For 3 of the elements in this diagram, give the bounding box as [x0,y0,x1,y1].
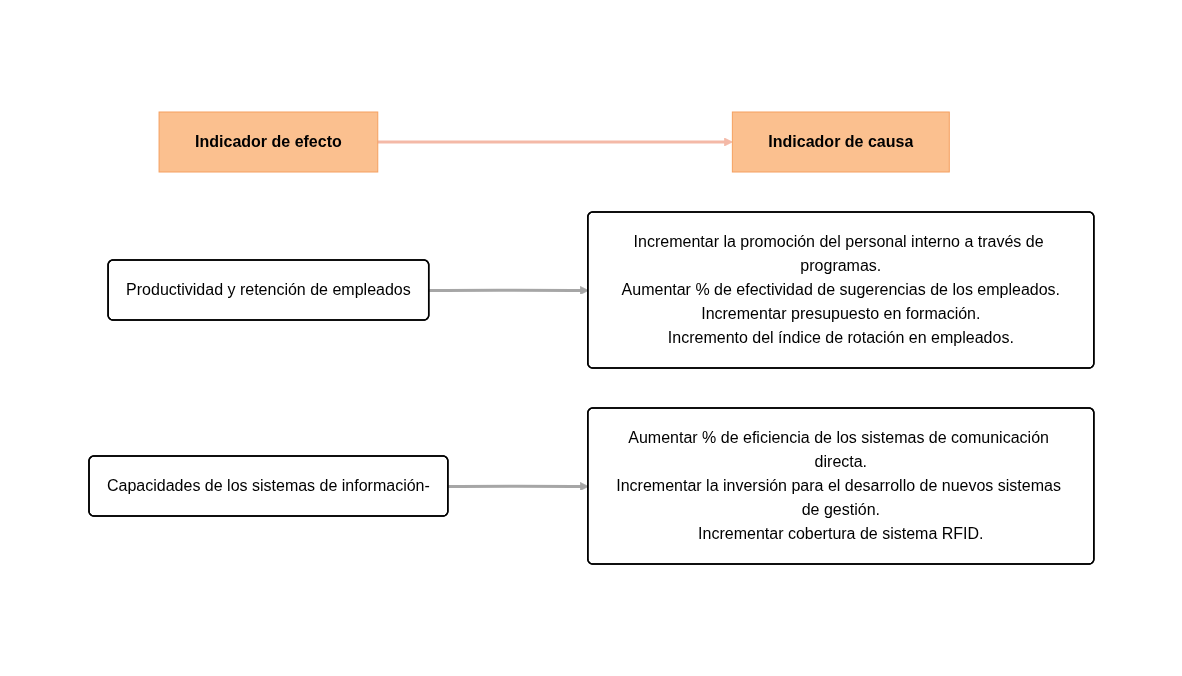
node-box: Indicador de causa [731,111,950,173]
arrow [377,137,733,147]
node-box: Indicador de efecto [158,111,378,173]
